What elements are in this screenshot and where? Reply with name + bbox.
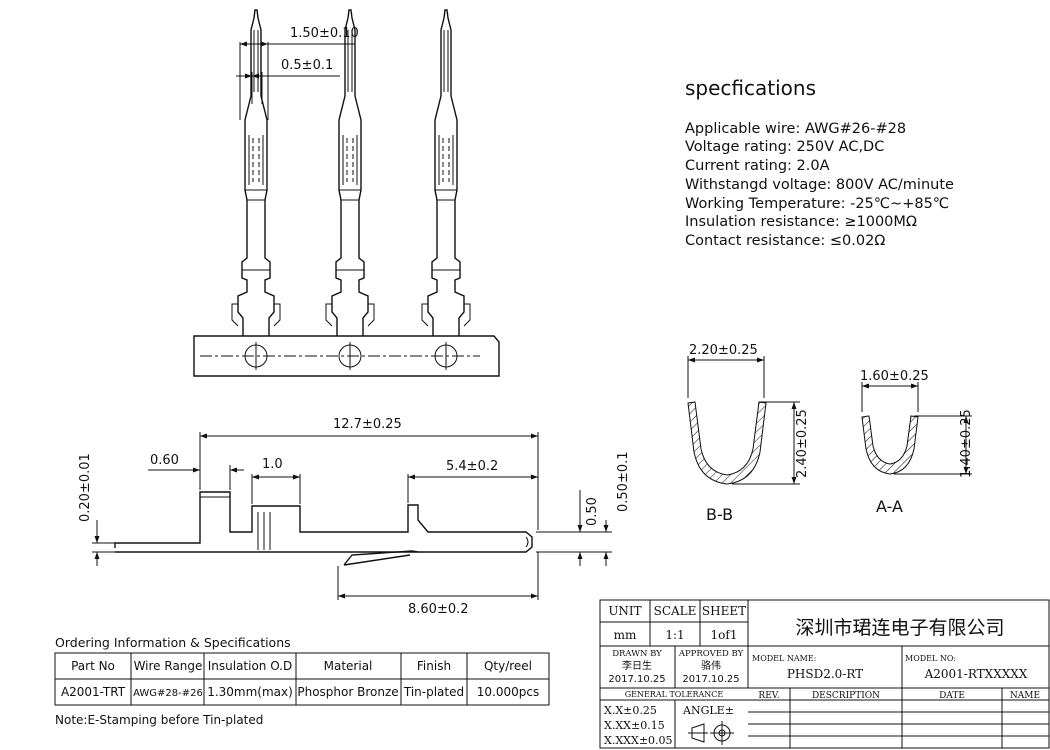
title-block: [599, 599, 1050, 749]
specs-title: specfications: [685, 76, 816, 100]
dim-050-vertical: 0.50: [585, 497, 600, 526]
model-no-label: MODEL NO:: [905, 654, 956, 663]
sheet-value: 1of1: [711, 628, 738, 642]
model-name-label: MODEL NAME:: [752, 654, 816, 663]
dim-54: 5.4±0.2: [446, 459, 498, 474]
scale-label: SCALE: [654, 604, 697, 618]
ordering-cell: Phosphor Bronze: [297, 685, 398, 699]
dim-bb-height: 2.40±0.25: [795, 409, 810, 478]
unit-value: mm: [614, 628, 637, 642]
date-header: DATE: [939, 691, 965, 701]
ordering-cell: AWG#28-#26: [133, 688, 203, 699]
dim-top-width: 0.5±0.1: [281, 58, 333, 73]
approved-date: 2017.10.25: [682, 674, 739, 685]
side-dimensions: [92, 432, 612, 600]
ordering-table: [54, 652, 550, 706]
section-aa-label: A-A: [876, 497, 903, 516]
drawn-label: DRAWN BY: [612, 649, 662, 659]
dim-050-right: 0.50±0.1: [616, 451, 631, 512]
model-no: A2001-RTXXXXX: [924, 667, 1028, 681]
dim-060: 0.60: [150, 453, 179, 468]
rev-header: REV.: [758, 691, 779, 701]
ordering-cell: A2001-TRT: [61, 685, 126, 699]
section-bb: [687, 356, 800, 485]
ordering-header: Material: [324, 659, 373, 673]
ordering-header: Insulation O.D: [208, 659, 293, 673]
approved-label: APPROVED BY: [678, 649, 744, 659]
spec-line: Working Temperature: -25℃~+85℃: [685, 196, 949, 212]
spec-line: Withstangd voltage: 800V AC/minute: [685, 177, 954, 193]
spec-line: Applicable wire: AWG#26-#28: [685, 121, 906, 137]
sheet-label: SHEET: [702, 604, 746, 618]
dim-length-total: 12.7±0.25: [333, 417, 402, 432]
tolerance-1: X.X±0.25: [604, 704, 657, 717]
ordering-header: Qty/reel: [484, 659, 532, 673]
ordering-cell: 1.30mm(max): [207, 685, 293, 699]
dim-bb-width: 2.20±0.25: [689, 343, 758, 358]
dim-020: 0.20±0.01: [78, 453, 93, 522]
ordering-header: Wire Range: [134, 659, 203, 673]
ordering-cell: 10.000pcs: [477, 685, 539, 699]
ordering-cell: Tin-plated: [403, 685, 464, 699]
tolerance-3: X.XXX±0.05: [604, 734, 673, 747]
dim-top-pitch: 1.50±0.10: [290, 26, 359, 41]
unit-label: UNIT: [608, 604, 641, 618]
approved-name: 骆伟: [701, 659, 721, 672]
model-name: PHSD2.0-RT: [787, 667, 863, 681]
dim-aa-height: 1.40±0.25: [959, 409, 974, 478]
spec-line: Contact resistance: ≤0.02Ω: [685, 233, 885, 249]
spec-line: Insulation resistance: ≥1000MΩ: [685, 214, 917, 230]
dim-aa-width: 1.60±0.25: [860, 369, 929, 384]
section-aa: [861, 382, 972, 475]
dim-860: 8.60±0.2: [408, 602, 469, 617]
tolerance-2: X.XX±0.15: [604, 719, 665, 732]
spec-line: Voltage rating: 250V AC,DC: [685, 139, 884, 155]
description-header: DESCRIPTION: [812, 691, 880, 701]
top-dimensions: [236, 41, 355, 120]
drawn-date: 2017.10.25: [608, 674, 665, 685]
section-bb-label: B-B: [706, 505, 733, 524]
dim-10: 1.0: [262, 457, 283, 472]
general-tolerance-label: GENERAL TOLERANCE: [625, 690, 724, 699]
scale-value: 1:1: [665, 628, 684, 642]
side-view-terminal: [114, 491, 533, 566]
ordering-note: Note:E-Stamping before Tin-plated: [55, 713, 263, 727]
drawn-name: 李日生: [622, 659, 652, 672]
angle-label: ANGLE±: [682, 704, 734, 717]
company-name: 深圳市珺连电子有限公司: [795, 617, 1004, 639]
name-header: NAME: [1010, 691, 1040, 701]
spec-line: Current rating: 2.0A: [685, 158, 830, 174]
ordering-heading: Ordering Information & Specifications: [55, 635, 291, 650]
ordering-header: Part No: [71, 659, 115, 673]
top-view-terminals: [193, 9, 500, 377]
ordering-header: Finish: [417, 659, 451, 673]
